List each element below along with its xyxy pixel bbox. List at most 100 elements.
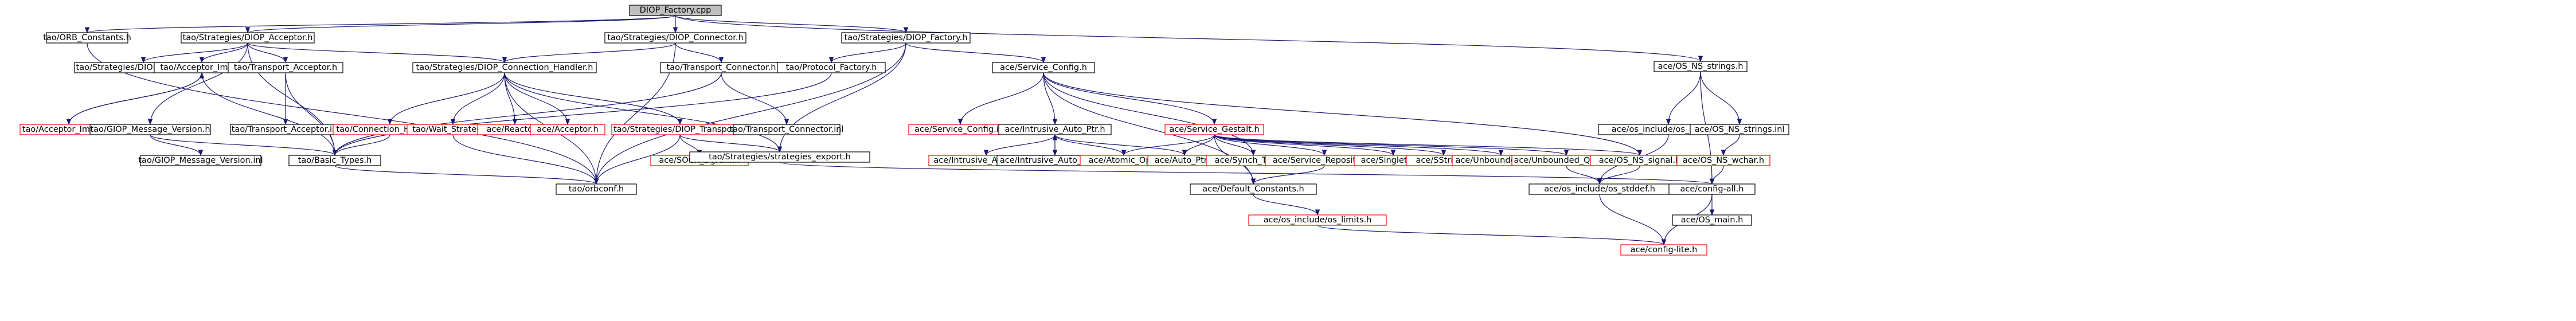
node-label: tao/Transport_Acceptor.inl (232, 125, 339, 134)
node-diop-connector-h[interactable]: tao/Strategies/DIOP_Connector.h (604, 32, 746, 44)
edge-service-gestalt-h-to-os-ns-signal-h (1214, 134, 1642, 156)
edge-transport-connector-h-to-basic-types-h (332, 72, 722, 156)
node-config-all-h[interactable]: ace/config-all.h (1668, 183, 1756, 195)
node-box (1654, 61, 1748, 72)
node-basic-types-h[interactable]: tao/Basic_Types.h (288, 155, 381, 166)
node-label: tao/Strategies/DIOP_Factory.h (845, 33, 968, 42)
node-box (181, 32, 315, 44)
node-os-ns-strings-inl[interactable]: ace/OS_NS_strings.inl (1690, 124, 1789, 135)
node-label: tao/GIOP_Message_Version.h (90, 125, 210, 134)
node-label: tao/GIOP_Message_Version.inl (138, 156, 263, 165)
node-os-main-h[interactable]: ace/OS_main.h (1672, 214, 1752, 226)
node-box (1248, 214, 1387, 226)
node-diop-factory-h[interactable]: tao/Strategies/DIOP_Factory.h (841, 32, 971, 44)
node-box (1668, 183, 1756, 195)
edge-diop-acceptor-h-to-acceptor-impl-h (199, 42, 248, 64)
node-transport-acceptor-inl[interactable]: tao/Transport_Acceptor.inl (230, 124, 341, 135)
node-protocol-factory-h[interactable]: tao/Protocol_Factory.h (777, 62, 886, 73)
node-label: ace/Intrusive_Auto_Ptr.h (1004, 125, 1105, 134)
edge-diop-acceptor-h-to-diop-connection-handler-h (247, 42, 507, 64)
node-box (228, 62, 343, 73)
node-box (412, 62, 597, 73)
edge-diop-connection-handler-h-to-diop-transport-h (504, 72, 683, 126)
node-tao-orbconf-h[interactable]: tao/orbconf.h (556, 183, 637, 195)
node-strategies-export-h[interactable]: tao/Strategies/strategies_export.h (689, 151, 870, 163)
edge-transport-connector-h-to-transport-connector-inl (721, 72, 789, 126)
node-transport-connector-inl[interactable]: tao/Transport_Connector.inl (730, 124, 844, 135)
node-box (733, 124, 841, 135)
node-service-config-h[interactable]: ace/Service_Config.h (992, 62, 1095, 73)
node-diop-acceptor-h[interactable]: tao/Strategies/DIOP_Acceptor.h (181, 32, 315, 44)
edge-giop-message-version-h-to-basic-types-h (150, 134, 338, 156)
node-label: ace/OS_main.h (1681, 216, 1744, 225)
node-label: ace/os_include/os_limits.h (1264, 216, 1372, 225)
edge-diop-transport-h-to-tao-orbconf-h (593, 134, 681, 185)
node-label: ace/OS_NS_strings.h (1658, 62, 1744, 71)
node-label: tao/Transport_Connector.h (667, 63, 776, 72)
node-giop-message-version-h[interactable]: tao/GIOP_Message_Version.h (89, 124, 211, 135)
node-box (556, 183, 637, 195)
edge-service-gestalt-h-to-sstring-h (1214, 134, 1447, 156)
edge-service-gestalt-h-to-service-repository-h (1214, 134, 1327, 156)
edge-intrusive-auto-ptr-h-to-auto-ptr-h (1054, 134, 1187, 156)
node-box (1620, 244, 1707, 256)
node-box (1676, 155, 1770, 166)
edge-diop-factory-h-to-tao-orbconf-h (593, 42, 906, 185)
node-orb-constants-h[interactable]: tao/ORB_Constants.h (43, 32, 131, 44)
edge-diop-connection-handler-h-to-acceptor-h (504, 72, 570, 126)
file-nodes: DIOP_Factory.cpp tao/ORB_Constants.h tao/S… (19, 5, 1789, 256)
edge-os-stddef-h-to-config-lite-h (1599, 194, 1667, 246)
node-os-ns-strings-h[interactable]: ace/OS_NS_strings.h (1654, 61, 1748, 72)
node-label: ace/os_include/os_stddef.h (1544, 185, 1655, 194)
node-label: tao/Transport_Connector.inl (730, 125, 844, 134)
node-transport-acceptor-h[interactable]: tao/Transport_Acceptor.h (228, 62, 343, 73)
node-box (841, 32, 971, 44)
node-label: ace/OS_NS_wchar.h (1683, 156, 1764, 165)
node-label: tao/Basic_Types.h (298, 156, 372, 165)
node-diop-connection-handler-h[interactable]: tao/Strategies/DIOP_Connection_Handler.h (412, 62, 597, 73)
node-transport-connector-h[interactable]: tao/Transport_Connector.h (660, 62, 783, 73)
edge-service-repository-h-to-default-constants-h (1250, 165, 1325, 185)
node-label: tao/Acceptor_Impl.h (160, 63, 243, 72)
edge-diop-connector-h-to-diop-connection-handler-h (502, 42, 676, 64)
edge-intrusive-auto-ptr-h-to-atomic-op-h (1054, 134, 1127, 156)
edge-service-gestalt-h-to-unbounded-queue-h (1214, 134, 1569, 156)
edge-diop-connection-handler-h-to-connection-handler-h (387, 72, 505, 126)
node-box (629, 5, 722, 16)
node-service-config-inl: ace/Service_Config.inl (908, 124, 1013, 135)
node-label: ace/Service_Repository.h (1273, 156, 1376, 165)
node-box (992, 62, 1095, 73)
node-os-stddef-h[interactable]: ace/os_include/os_stddef.h (1529, 183, 1671, 195)
edge-giop-message-version-h-to-giop-message-version-inl (150, 134, 204, 156)
node-label: ace/Service_Config.h (1000, 63, 1087, 72)
edge-acceptor-impl-h-to-basic-types-h (201, 72, 338, 156)
node-os-limits-h: ace/os_include/os_limits.h (1248, 214, 1387, 226)
edge-service-config-h-to-service-config-inl (957, 72, 1044, 126)
edge-os-ns-signal-h-to-os-stddef-h (1597, 165, 1640, 185)
edge-service-gestalt-h-to-synch-traits-h (1214, 134, 1256, 156)
edge-service-gestalt-h-to-auto-ptr-h (1182, 134, 1215, 156)
node-box (777, 62, 886, 73)
edge-diop-factory-h-to-strategies-export-h (777, 42, 906, 153)
node-label: tao/Strategies/DIOP_Connection_Handler.h (416, 63, 593, 72)
edge-intrusive-auto-ptr-h-to-intrusive-auto-ptr-inl (983, 134, 1056, 156)
edge-diop-acceptor-h-to-transport-acceptor-h (247, 42, 288, 64)
edge-os-ns-strings-inl-to-os-ns-wchar-h (1721, 134, 1740, 156)
edge-os-ns-strings-h-to-os-include-os-strings-h (1666, 71, 1701, 126)
node-intrusive-auto-ptr-h[interactable]: ace/Intrusive_Auto_Ptr.h (998, 124, 1112, 135)
node-box (604, 32, 746, 44)
node-box (530, 124, 605, 135)
node-diop-factory-cpp[interactable]: DIOP_Factory.cpp (629, 5, 722, 16)
node-box (998, 124, 1112, 135)
node-default-constants-h[interactable]: ace/Default_Constants.h (1190, 183, 1317, 195)
node-label: tao/Strategies/DIOP_Connector.h (607, 33, 743, 42)
edge-service-config-h-to-intrusive-auto-ptr-h (1043, 72, 1058, 126)
edge-service-gestalt-h-to-atomic-op-h (1121, 134, 1215, 156)
edge-os-ns-strings-h-to-os-ns-strings-inl (1700, 71, 1742, 126)
node-label: ace/Auto_Ptr.h (1155, 156, 1214, 165)
edge-diop-factory-cpp-to-orb-constants-h (85, 15, 676, 34)
node-label: tao/Wait_Strategy.h (412, 125, 493, 134)
node-giop-message-version-inl[interactable]: tao/GIOP_Message_Version.inl (138, 155, 263, 166)
node-label: tao/Strategies/DIOP_Transport.h (613, 125, 746, 134)
node-label: tao/ORB_Constants.h (43, 33, 131, 42)
